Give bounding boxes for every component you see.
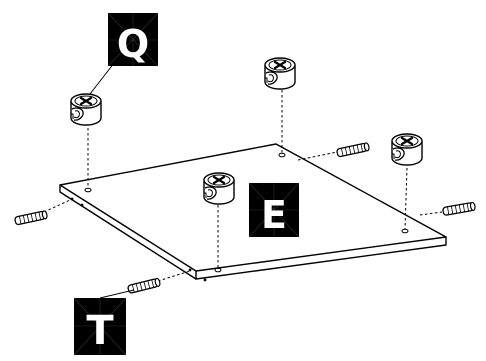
label-e: E (248, 182, 300, 238)
leader-line (99, 289, 135, 299)
dowel-pin (441, 201, 477, 217)
label-t: T (73, 297, 127, 356)
panel-board (59, 143, 447, 282)
dowel-pin (13, 209, 49, 226)
label-q: Q (107, 12, 159, 67)
cam-lock-fitting (202, 171, 236, 206)
cam-lock-fitting (263, 56, 297, 91)
cam-lock-fitting (390, 132, 424, 167)
cam-lock-fitting (69, 92, 103, 127)
label-e-text: E (261, 193, 287, 237)
dowel-pin (126, 277, 162, 295)
dowel-pin (335, 141, 371, 158)
label-t-text: T (86, 308, 114, 354)
guide-lines (43, 90, 443, 282)
label-q-text: Q (117, 22, 149, 66)
